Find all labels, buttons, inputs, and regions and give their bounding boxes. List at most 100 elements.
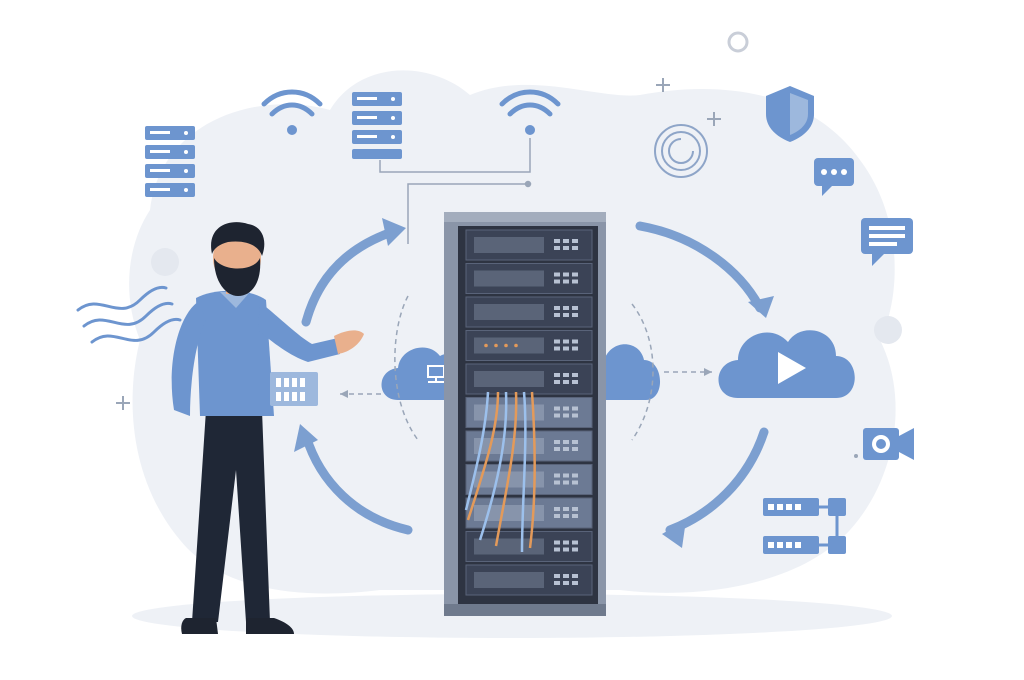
rack-port <box>572 406 578 411</box>
rack-port <box>563 413 569 418</box>
sync-arrow-heads <box>294 218 774 548</box>
rack-port <box>563 313 569 317</box>
rack-unit-panel <box>474 572 544 588</box>
shield-icon <box>766 86 814 142</box>
network-servers-icon <box>763 498 846 554</box>
rack-port <box>554 581 560 585</box>
person-hand <box>334 330 364 354</box>
rack-port <box>563 473 569 478</box>
chat-bubble-icon <box>814 158 854 196</box>
rack-port <box>554 346 560 351</box>
rack-port <box>554 373 560 377</box>
rack-port <box>572 413 578 418</box>
rack-unit-panel <box>474 237 544 253</box>
rack-port <box>554 440 560 444</box>
rack-port <box>572 440 578 444</box>
rack-port <box>572 507 578 511</box>
rack-port <box>563 373 569 377</box>
arrow-head <box>704 368 712 376</box>
server-stack-icon <box>352 92 402 159</box>
rack-port <box>554 313 560 317</box>
wifi-icon <box>261 89 323 135</box>
rack-port <box>572 540 578 545</box>
rack-port <box>572 339 578 344</box>
rack-port <box>572 346 578 351</box>
cloud-icon <box>381 347 460 400</box>
rack-port <box>563 440 569 444</box>
rack-port <box>554 413 560 418</box>
status-light <box>504 343 508 348</box>
rack-port <box>563 380 569 384</box>
person-arm <box>171 302 206 416</box>
rack-unit-panel <box>474 538 544 555</box>
rack-unit-panel <box>474 337 544 354</box>
rack-port <box>563 272 569 277</box>
rack-port <box>554 574 560 578</box>
rack-port <box>563 246 569 250</box>
rack-port <box>572 473 578 478</box>
rack-port <box>572 306 578 310</box>
rack-unit-panel <box>474 404 544 421</box>
rack-port <box>554 246 560 250</box>
rack-port <box>572 246 578 250</box>
rack-port <box>563 239 569 243</box>
person-beard <box>214 258 261 296</box>
rack-unit-panel <box>474 304 544 320</box>
person-shoe <box>246 618 294 634</box>
rack-port <box>563 406 569 411</box>
person-arm <box>258 302 340 362</box>
connector-lines <box>379 138 532 244</box>
rack-port <box>554 279 560 284</box>
rack-port <box>572 272 578 277</box>
decor-circle <box>151 248 179 276</box>
rack-port <box>554 473 560 478</box>
rack-port <box>554 380 560 384</box>
wifi-icon <box>499 89 561 135</box>
rack-port <box>554 480 560 485</box>
rack-port <box>554 239 560 243</box>
rack-port <box>563 540 569 545</box>
rack-port <box>554 507 560 511</box>
rack-port <box>572 373 578 377</box>
arrow-head <box>340 390 348 398</box>
rack-port <box>563 547 569 552</box>
rack-port <box>563 279 569 284</box>
rack-port <box>563 480 569 485</box>
rack-port <box>563 306 569 310</box>
sync-arrows-icon <box>301 221 769 535</box>
rack-port <box>554 540 560 545</box>
video-camera-icon <box>854 428 914 460</box>
rack-port <box>554 447 560 451</box>
rack-port <box>563 339 569 344</box>
rack-port <box>572 480 578 485</box>
rack-port <box>563 574 569 578</box>
rack-port <box>554 514 560 518</box>
decor-circle <box>727 31 749 53</box>
rack-port <box>563 346 569 351</box>
person-hair <box>211 222 265 256</box>
rack-port <box>572 547 578 552</box>
rack-port <box>572 574 578 578</box>
message-bubble-icon <box>861 218 913 266</box>
rack-unit-panel <box>474 371 544 387</box>
rack-port <box>563 507 569 511</box>
rack-units <box>465 229 593 596</box>
person-collar <box>220 292 250 308</box>
rack-port <box>572 380 578 384</box>
person <box>171 222 364 634</box>
status-light <box>494 343 498 348</box>
rack-unit-panel <box>474 270 544 287</box>
person-shirt <box>196 290 274 416</box>
cloud-play-icon <box>718 330 855 398</box>
status-light <box>484 343 488 348</box>
rack-port <box>554 547 560 552</box>
rack-port <box>563 581 569 585</box>
rack-port <box>572 279 578 284</box>
status-light <box>514 343 518 348</box>
rack-port <box>563 447 569 451</box>
server-stack-icon <box>145 126 195 197</box>
person-shoe <box>181 618 218 634</box>
rack-port <box>572 313 578 317</box>
server-panel-icon <box>270 372 318 406</box>
